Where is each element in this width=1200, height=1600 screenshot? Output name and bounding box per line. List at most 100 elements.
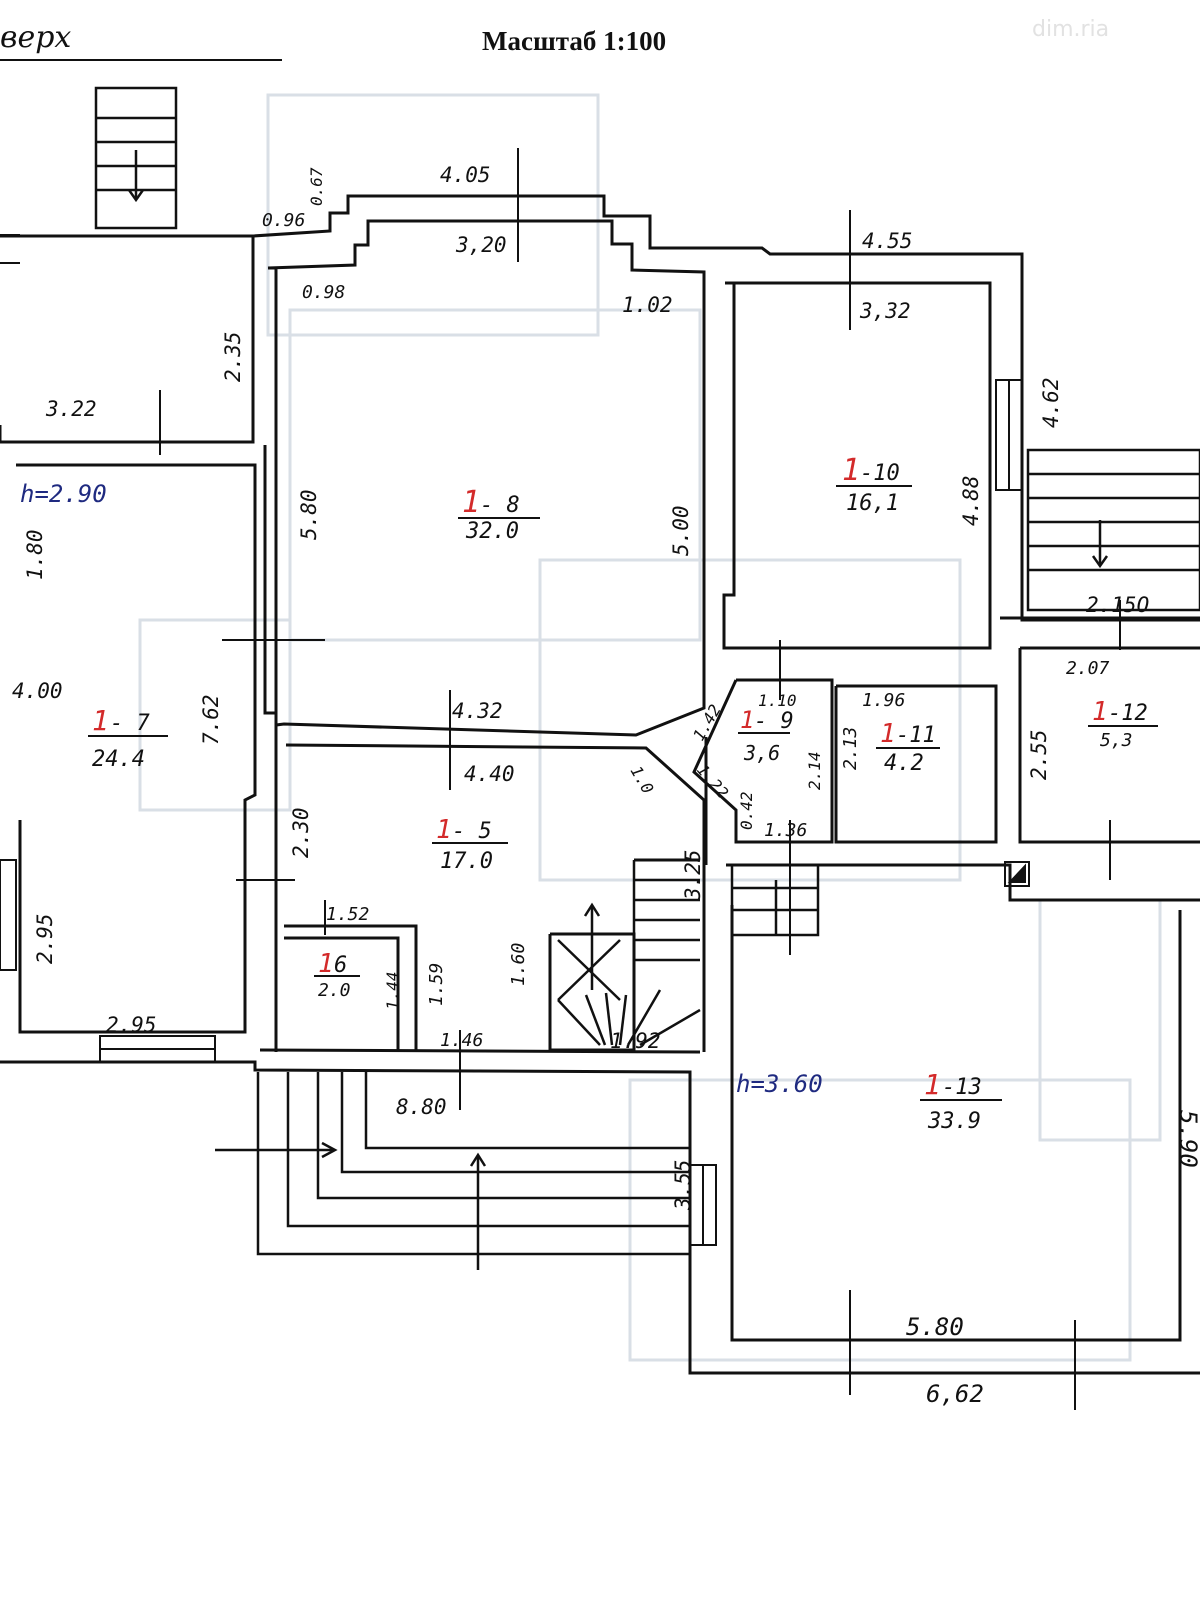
svg-text:2.0: 2.0 — [318, 980, 351, 1001]
svg-text:1: 1 — [880, 719, 896, 749]
svg-text:1: 1 — [318, 949, 334, 979]
dim: 1.60 — [508, 943, 529, 986]
dim: 1.10 — [758, 691, 797, 710]
room-1-6: 1 6 2.0 — [314, 949, 360, 1001]
room-1-9: 1 - 9 3,6 — [738, 706, 794, 765]
dim: 1.80 — [23, 529, 47, 580]
svg-text:33.9: 33.9 — [927, 1109, 981, 1134]
svg-text:- 8: - 8 — [480, 493, 520, 518]
dim: 1.36 — [764, 820, 807, 841]
dim: 2.07 — [1066, 658, 1110, 679]
room-1-13: 1 -13 33.9 — [920, 1068, 1002, 1134]
ghost-plan — [138, 93, 1162, 1362]
dim: 4.62 — [1039, 377, 1063, 428]
windows — [0, 379, 1030, 1246]
dim: 4.05 — [440, 163, 491, 187]
room-1-10: 1 -10 16,1 — [836, 453, 912, 516]
dim: 7.62 — [199, 694, 223, 745]
dim: 2.15O — [1086, 593, 1149, 617]
dim: 4.88 — [959, 475, 983, 526]
dim: 5.90 — [1174, 1110, 1200, 1168]
svg-text:1: 1 — [92, 704, 109, 737]
dim: 1.92 — [610, 1029, 661, 1053]
dim: 3.22 — [45, 397, 97, 421]
watermark: dim.ria — [1018, 10, 1158, 50]
room-1-5: 1 - 5 17.0 — [432, 815, 508, 874]
wall-room5 — [285, 743, 706, 1052]
room-1-12: 1 -12 5,3 — [1088, 697, 1158, 751]
floor-title: верх — [0, 20, 72, 55]
svg-text:-12: -12 — [1108, 701, 1148, 726]
svg-text:-11: -11 — [896, 723, 936, 748]
ceiling-heights: h=2.90 h=3.60 — [20, 480, 823, 1098]
dim: 5.80 — [906, 1313, 964, 1341]
dim: 0.96 — [262, 210, 305, 231]
dim: 6,62 — [926, 1380, 984, 1408]
svg-text:17.0: 17.0 — [440, 849, 493, 874]
svg-text:- 5: - 5 — [452, 819, 492, 844]
dim: 4.40 — [464, 762, 515, 786]
svg-text:- 7: - 7 — [110, 711, 150, 736]
dim: 8.80 — [396, 1095, 447, 1119]
wall-room13-inner — [730, 905, 1182, 1342]
svg-text:5,3: 5,3 — [1100, 730, 1133, 751]
svg-text:16,1: 16,1 — [846, 491, 899, 516]
wall-room10 — [722, 281, 992, 650]
wall-room11 — [834, 684, 998, 844]
dim: 3.25 — [681, 849, 705, 901]
svg-text:1: 1 — [740, 706, 754, 734]
dim: 1.42 — [689, 701, 725, 744]
room-1-8: 1 - 8 32.0 — [458, 485, 540, 544]
svg-text:6: 6 — [334, 953, 347, 978]
height-room-7: h=2.90 — [20, 480, 107, 508]
dim: 1.46 — [440, 1030, 483, 1051]
svg-text:1: 1 — [842, 453, 860, 488]
stair-right — [1026, 448, 1200, 612]
wall-room6b — [284, 936, 400, 1050]
svg-text:-10: -10 — [860, 461, 900, 486]
svg-text:24.4: 24.4 — [92, 747, 145, 772]
svg-text:3,6: 3,6 — [743, 741, 780, 765]
svg-text:1: 1 — [1092, 697, 1108, 727]
svg-text:1: 1 — [436, 815, 452, 845]
svg-text:32.0: 32.0 — [465, 519, 519, 544]
dim: 1.59 — [426, 963, 447, 1006]
svg-text:1: 1 — [924, 1068, 941, 1101]
dim: 2.35 — [221, 331, 245, 382]
dim: 3,20 — [455, 233, 507, 257]
wall-bottom — [0, 1060, 1200, 1375]
dim: 1.96 — [862, 690, 905, 711]
dimension-labels: 4.05 0.67 0.96 3,20 0.98 1.02 4.55 3,32 … — [12, 163, 1200, 1408]
svg-text:4.2: 4.2 — [884, 751, 924, 776]
dim: 0.42 — [737, 791, 756, 830]
dim: 0.98 — [302, 282, 345, 303]
dim: 5.80 — [297, 489, 321, 540]
wall-top-inner — [267, 219, 706, 737]
svg-text:1: 1 — [462, 485, 480, 520]
stairs — [94, 86, 1200, 1270]
dim: 0.67 — [307, 167, 326, 206]
dim: 2.13 — [840, 727, 861, 770]
room-1-7: 1 - 7 24.4 — [88, 704, 168, 772]
dim: 2.95 — [106, 1013, 157, 1037]
wall-room12-left — [1018, 648, 1200, 844]
wall-room7-top — [0, 425, 255, 444]
dim: 3.55 — [671, 1159, 695, 1211]
dim: 4.55 — [862, 229, 913, 253]
dim: 4.32 — [452, 699, 503, 723]
dim: 1.0 — [627, 763, 658, 798]
scale-label: Масштаб 1:100 — [482, 26, 667, 56]
wall-room6 — [284, 924, 418, 1050]
stair-top — [94, 86, 178, 230]
dim: 4.00 — [12, 679, 63, 703]
stair-bottom — [215, 1072, 690, 1270]
dim: 1.44 — [383, 971, 402, 1010]
wall-room9 — [692, 678, 834, 844]
dim: 3,32 — [859, 299, 911, 323]
dim: 5.00 — [669, 505, 693, 556]
dim: 2.95 — [33, 913, 57, 964]
wall-bottom-inner — [259, 1048, 701, 1054]
dim: 2.14 — [805, 751, 824, 790]
dimension-lines — [0, 148, 1121, 1410]
